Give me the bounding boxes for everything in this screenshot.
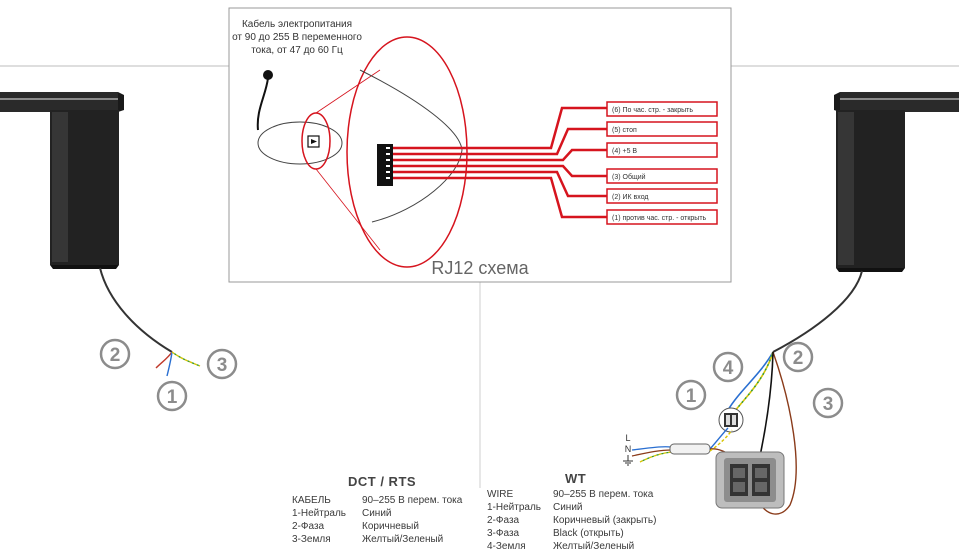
rj12-caption: RJ12 схема (431, 258, 529, 278)
pin-box-5 (606, 121, 718, 137)
wall-switch (715, 451, 785, 509)
legend-dct-value: Синий (362, 508, 392, 519)
left-callout-2-label: 2 (110, 345, 121, 366)
legend-wt: WT WIRE 90–255 В перем. тока 1-Нейтраль Си… (485, 472, 685, 558)
pin-label-4: (4) +5 В (612, 148, 637, 155)
legend-wt-value: 90–255 В перем. тока (553, 489, 654, 500)
right-callout-1 (675, 379, 707, 411)
right-motor: L N 4 2 1 3 (623, 92, 959, 515)
left-callout-2 (99, 338, 131, 370)
rj12-wire-6 (393, 106, 607, 150)
right-callout-4-label: 4 (723, 358, 734, 379)
right-callout-3 (812, 387, 844, 419)
pin-box-4 (606, 142, 718, 158)
legend-dct-title: DCT / RTS (348, 474, 417, 489)
mains-cable-sheath (669, 443, 711, 455)
legend-dct-key: КАБЕЛЬ (292, 495, 331, 506)
ground-symbol-icon (623, 455, 633, 466)
legend-dct-value: Коричневый (362, 521, 419, 532)
rj12-wire-4 (393, 148, 607, 162)
power-plug-icon (263, 70, 273, 80)
left-motor: 2 3 1 (0, 92, 238, 412)
legend-wt-key: WIRE (487, 489, 514, 500)
pin-label-6: (6) По час. стр. - закрыть (612, 107, 693, 114)
pin-label-1: (1) против час. стр. - открыть (612, 215, 707, 222)
right-callout-1-label: 1 (686, 386, 697, 407)
legend-wt-value: Коричневый (закрыть) (553, 515, 657, 526)
legend-wt-value: Black (открыть) (553, 528, 624, 539)
rj12-wire-5 (393, 127, 607, 156)
rj12-housing-curve (359, 69, 463, 223)
left-callout-3 (206, 348, 238, 380)
mains-label-n: N (625, 444, 632, 454)
rj12-inset: Кабель электропитания от 90 до 255 В пер… (228, 7, 732, 283)
legend-dct-key: 1-Нейтраль (292, 508, 347, 519)
rj12-wires (393, 106, 607, 219)
rj12-connector-icon (377, 144, 393, 186)
left-motor-cable (99, 267, 173, 353)
legend-dct-rts: DCT / RTS КАБЕЛЬ 90–255 В перем. тока 1-Н… (290, 475, 480, 555)
legend-dct-value: Желтый/Зеленый (362, 534, 444, 545)
pin-label-3: (3) Общий (612, 173, 646, 181)
left-callout-1 (156, 380, 188, 412)
pin-label-5: (5) стоп (612, 127, 637, 134)
legend-wt-value: Синий (553, 502, 583, 513)
legend-dct-key: 3-Земля (292, 534, 331, 545)
right-rail (840, 92, 959, 112)
legend-dct-value: 90–255 В перем. тока (362, 495, 463, 506)
power-cable-label-line-1: Кабель электропитания (242, 18, 352, 30)
motor-head-outline (257, 121, 343, 165)
right-callout-2 (782, 341, 814, 373)
rj12-magnified-ring (346, 36, 468, 268)
legend-wt-value: Желтый/Зеленый (553, 541, 635, 552)
pin-box-2 (606, 188, 718, 204)
right-motor-cable (772, 270, 863, 353)
pin-box-6 (606, 101, 718, 117)
legend-dct-key: 2-Фаза (292, 521, 325, 532)
right-callout-2-label: 2 (793, 348, 804, 369)
right-callout-4 (712, 351, 744, 383)
legend-wt-title: WT (565, 471, 587, 486)
rj12-pin-labels: (6) По час. стр. - закрыть (5) стоп (4) … (606, 101, 718, 225)
left-callout-3-label: 3 (217, 355, 228, 376)
legend-wt-key: 4-Земля (487, 541, 526, 552)
legend-wt-key: 3-Фаза (487, 528, 520, 539)
pin-box-3 (606, 168, 718, 184)
left-callout-1-label: 1 (167, 387, 178, 408)
power-cable (256, 77, 269, 131)
rj12-wire-2 (393, 170, 607, 198)
power-cable-label-line-2: от 90 до 255 В переменного (232, 32, 362, 43)
pin-box-1 (606, 209, 718, 225)
legend-wt-key: 2-Фаза (487, 515, 520, 526)
mains-label-l: L (625, 433, 630, 443)
pin-label-2: (2) ИК вход (612, 194, 649, 201)
right-callout-3-label: 3 (823, 394, 834, 415)
rj12-wire-1 (393, 176, 607, 219)
power-cable-label-line-3: тока, от 47 до 60 Гц (251, 45, 343, 56)
legend-wt-key: 1-Нейтраль (487, 502, 542, 513)
rj12-wire-3 (393, 164, 607, 178)
left-rail (0, 92, 118, 112)
